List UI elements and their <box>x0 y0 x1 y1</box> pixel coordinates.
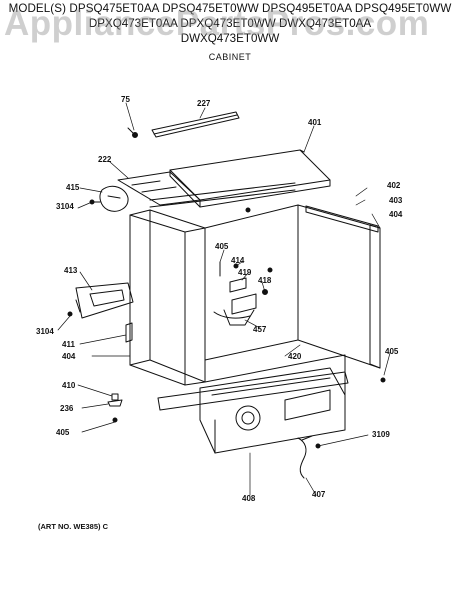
diagram-header: MODEL(S) DPSQ475ET0AA DPSQ475ET0WW DPSQ4… <box>0 2 460 63</box>
clip-411 <box>125 322 133 343</box>
callout-410: 410 <box>62 381 76 390</box>
callout-457: 457 <box>253 325 267 334</box>
callout-405-right: 405 <box>385 347 399 356</box>
top-panel <box>169 149 331 208</box>
callout-222: 222 <box>98 155 112 164</box>
screw-405-right <box>380 377 386 383</box>
callout-411: 411 <box>62 340 75 349</box>
leveling-leg <box>107 393 123 407</box>
light-assembly <box>91 185 129 212</box>
screw-405-left <box>112 417 118 423</box>
callout-236: 236 <box>60 404 74 413</box>
callout-413: 413 <box>64 266 78 275</box>
callout-3109: 3109 <box>372 430 390 439</box>
watermark: AppliancePartsPros.com <box>4 4 430 43</box>
callout-3104-upper: 3104 <box>56 202 74 211</box>
callout-75: 75 <box>121 95 130 104</box>
callout-414: 414 <box>231 256 245 265</box>
screw-75 <box>127 127 138 138</box>
callout-408: 408 <box>242 494 256 503</box>
model-line-2: DPXQ473ET0AA DPXQ473ET0WW DWXQ473ET0AA <box>88 16 372 30</box>
callout-415: 415 <box>66 183 80 192</box>
terminal-block <box>213 261 268 326</box>
leader-lines <box>57 102 391 496</box>
duct-panel <box>75 282 134 319</box>
callout-403: 403 <box>389 196 403 205</box>
callout-227: 227 <box>197 99 211 108</box>
base-frame <box>157 354 349 411</box>
top-rail <box>151 111 240 138</box>
callout-405-left: 405 <box>56 428 70 437</box>
screw-3104-low <box>67 311 73 317</box>
callout-419: 419 <box>238 268 252 277</box>
rear-bracket <box>117 171 296 208</box>
wire-harness <box>297 435 313 479</box>
model-line-1: MODEL(S) DPSQ475ET0AA DPSQ475ET0WW DPSQ4… <box>8 2 452 15</box>
callout-404-right: 404 <box>389 210 403 219</box>
section-title: CABINET <box>208 51 252 62</box>
callout-401: 401 <box>308 118 322 127</box>
art-number: (ART NO. WE385) C <box>38 522 109 531</box>
callout-404-left: 404 <box>62 352 76 361</box>
callout-407: 407 <box>312 490 326 499</box>
callout-405-mid: 405 <box>215 242 229 251</box>
front-kick-panel <box>199 367 346 454</box>
cabinet-side-left <box>129 209 206 386</box>
callout-418: 418 <box>258 276 272 285</box>
callout-3104-lower: 3104 <box>36 327 54 336</box>
callout-420: 420 <box>288 352 302 361</box>
model-line-3: DWXQ473ET0WW <box>180 31 280 45</box>
callout-402: 402 <box>387 181 401 190</box>
cabinet-side-right <box>297 204 381 369</box>
cabinet-rear-panel <box>204 204 299 361</box>
